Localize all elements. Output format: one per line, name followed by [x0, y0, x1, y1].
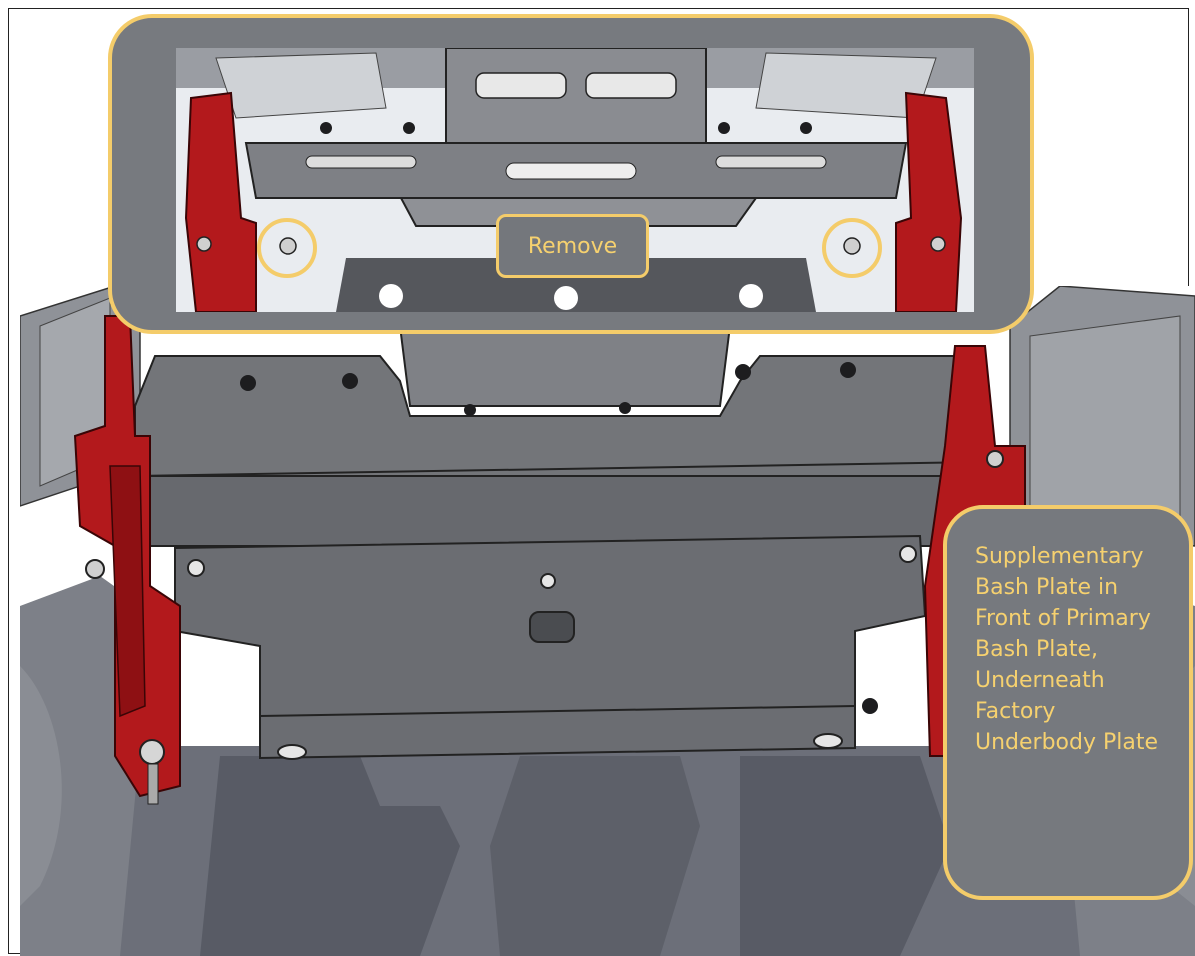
main-cad-illustration [20, 286, 1195, 956]
remove-label: Remove [496, 214, 649, 278]
inset-cad-illustration [176, 48, 974, 312]
remove-label-text: Remove [527, 233, 618, 259]
bolt-highlight-right [822, 218, 882, 278]
supplementary-plate-callout: Supplementary Bash Plate in Front of Pri… [943, 505, 1193, 900]
supplementary-plate-text: Supplementary Bash Plate in Front of Pri… [975, 544, 1159, 755]
inset-callout [108, 14, 1034, 334]
bolt-highlight-left [257, 218, 317, 278]
